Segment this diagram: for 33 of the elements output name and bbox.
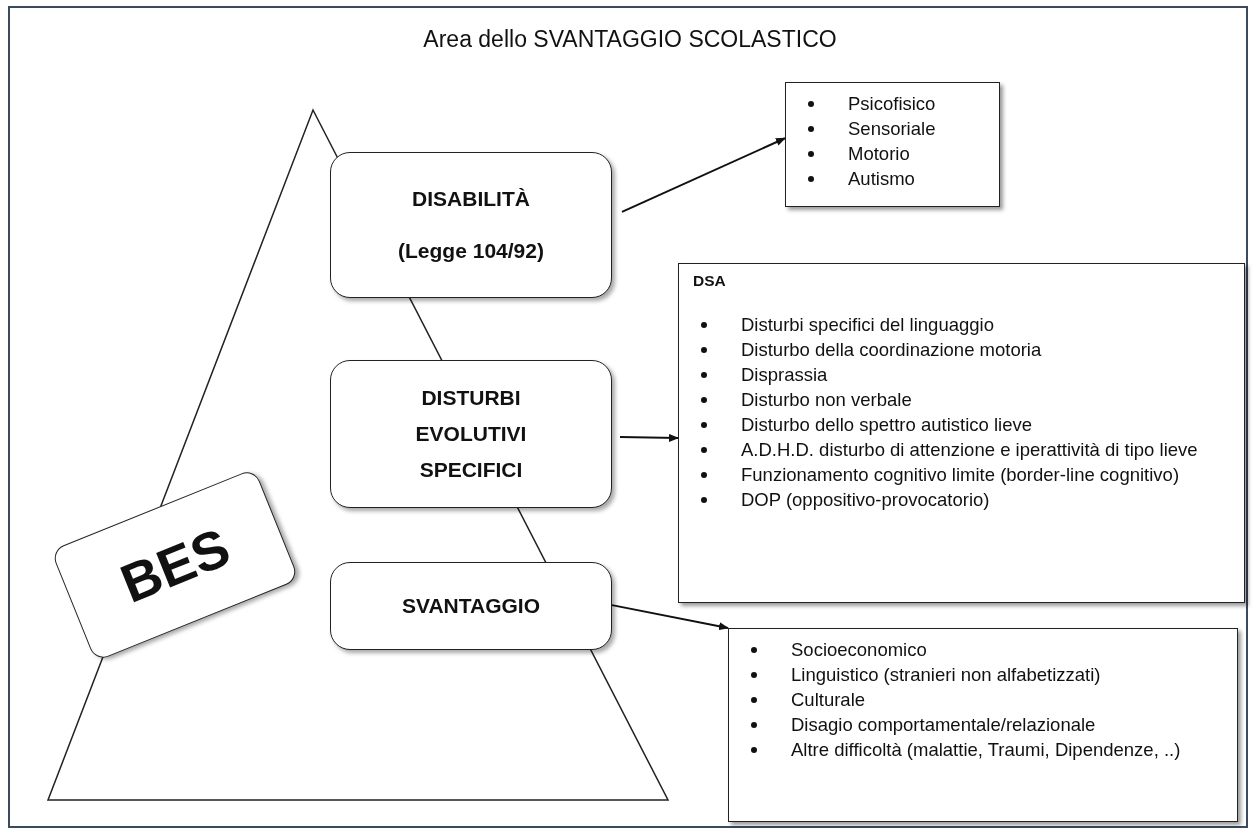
bullet-item: Socioeconomico [791,639,927,660]
bullet-item: Culturale [791,689,866,710]
bullet-item: A.D.H.D. disturbo di attenzione e iperattività di tipo lieve [741,439,1198,460]
bullet-item: Disagio comportamentale/relazionale [791,714,1096,735]
bullet-item: Autismo [848,168,915,189]
box-label: SVANTAGGIO [401,594,541,618]
bullet-item: Disturbo della coordinazione motoria [741,339,1042,360]
list-box [785,82,1000,207]
category-box [330,562,612,650]
box-label: DISTURBI EVOLUTIVI SPECIFICI [414,385,528,483]
bullet-item: Sensoriale [848,118,936,139]
list-box [728,628,1238,822]
bullet-item: Disturbo dello spettro autistico lieve [741,414,1032,435]
bullet-item: Linguistico (stranieri non alfabetizzati) [791,664,1101,685]
arrow [621,137,786,213]
bullet-item: Disturbo non verbale [741,389,912,410]
box-label: (Legge 104/92) [398,239,544,263]
arrow [619,433,679,442]
title: Area dello SVANTAGGIO SCOLASTICO [422,26,838,53]
arrow [611,604,729,631]
box-label: BES [111,515,239,615]
category-box [330,360,612,508]
bullet-item: Disprassia [741,364,828,385]
list-heading: DSA [693,272,727,290]
category-box [330,152,612,298]
bullet-item: DOP (oppositivo-provocatorio) [741,489,990,510]
bullet-item: Motorio [848,143,910,164]
bullet-item: Disturbi specifici del linguaggio [741,314,994,335]
bullet-item: Funzionamento cognitivo limite (border-line cognitivo) [741,464,1180,485]
bullet-item: Altre difficoltà (malattie, Traumi, Dipendenze, ..) [791,739,1181,760]
list-box [678,263,1245,603]
bullet-item: Psicofisico [848,93,936,114]
box-label: DISABILITÀ [412,187,530,211]
